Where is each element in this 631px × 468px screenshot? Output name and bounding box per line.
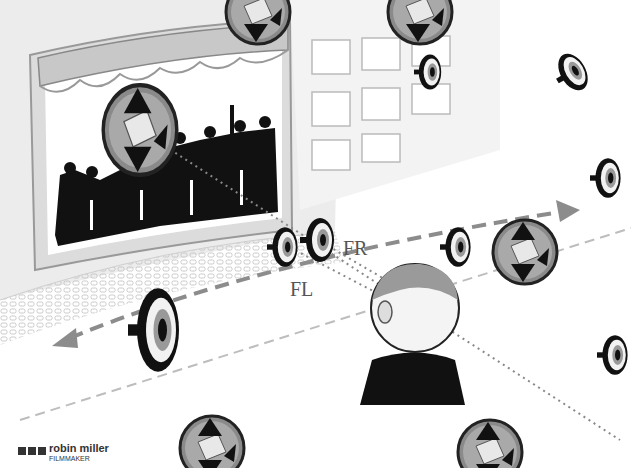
watermark: FILMMAKER [49,455,90,462]
arrow-head [52,328,78,348]
speaker-icon [180,416,244,468]
channel-label: FR [343,237,367,260]
ring-speaker [300,218,334,262]
speaker-icon [103,85,177,175]
channel-label: FL [290,278,313,301]
speaker-icon [458,420,522,468]
watermark: robin miller [49,442,109,454]
ring-speaker [414,54,441,89]
ring-speaker [590,158,621,198]
ring-speaker [267,227,298,267]
ring-speaker [548,49,594,99]
logo-mark [18,447,46,455]
curtain-drape [40,50,288,92]
ring-speaker [597,335,628,375]
listener-ear [378,301,392,323]
listener-head [371,264,459,352]
speaker-icon [388,0,452,44]
stage-frame [30,20,292,270]
listener-hair [372,264,458,300]
ring-speaker [440,227,471,267]
ring-speaker [128,288,179,372]
speaker-icon [493,220,557,284]
arrow-head [556,200,580,222]
balcony-boxes [312,36,450,170]
sound-path [140,130,620,440]
listener-shoulders [360,353,465,406]
orchestra-gaps [90,170,243,230]
speaker-icon [226,0,290,44]
